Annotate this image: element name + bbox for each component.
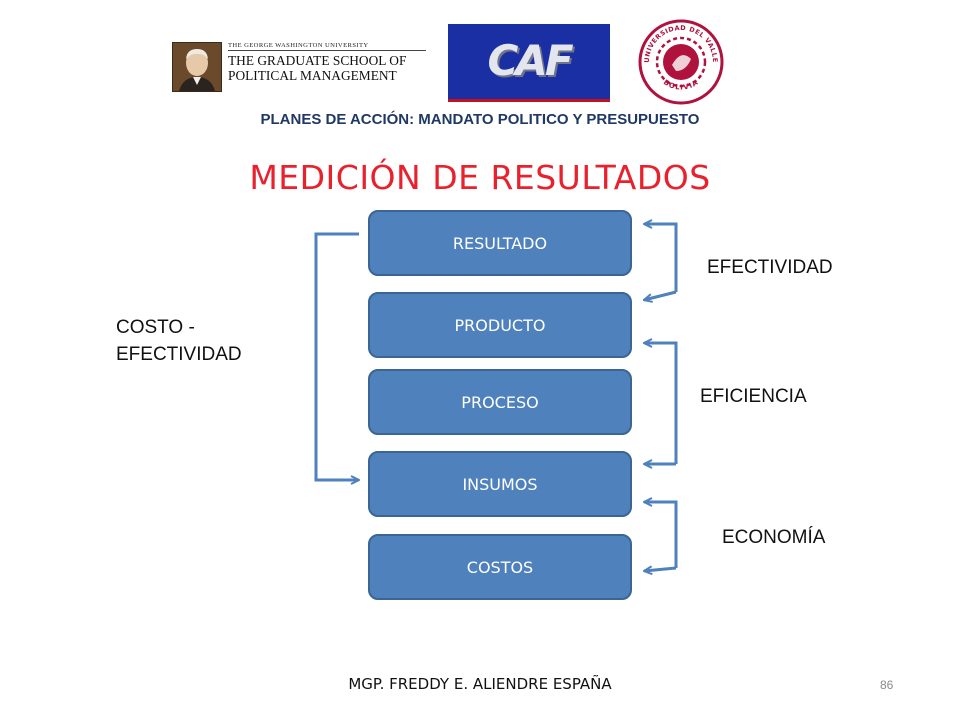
page-title: MEDICIÓN DE RESULTADOS [249,158,711,197]
footer-author: MGP. FREDDY E. ALIENDRE ESPAÑA [348,675,612,693]
gwu-line-3: POLITICAL MANAGEMENT [228,68,397,83]
box-producto: PRODUCTO [368,292,632,358]
bracket-efectividad [644,224,678,292]
label-costo-efectividad-line2: EFECTIVIDAD [116,344,242,365]
univalle-logo: UNIVERSIDAD DEL VALLE BOLIVIA [636,19,726,105]
gwu-logo: THE GEORGE WASHINGTON UNIVERSITY THE GRA… [172,42,426,92]
caf-wordmark: CAF [487,36,573,85]
bracket-economia [644,502,678,568]
bracket-eficiencia [644,343,678,464]
label-economia: ECONOMÍA [722,527,826,548]
label-costo-efectividad-line1: COSTO - [116,317,195,338]
bracket-economia-lower-arrow [644,568,677,571]
page-number: 86 [880,678,894,692]
label-efectividad: EFECTIVIDAD [707,257,833,278]
label-eficiencia: EFICIENCIA [700,386,807,407]
gwu-line-2: THE GRADUATE SCHOOL OF [228,53,407,68]
caf-logo: CAF [448,24,610,102]
bracket-costo-efectividad [314,232,359,480]
gwu-wordmark: THE GEORGE WASHINGTON UNIVERSITY THE GRA… [228,42,426,92]
box-insumos: INSUMOS [368,451,632,517]
bracket-efectividad-lower-arrow [644,290,677,300]
gwu-line-1: THE GEORGE WASHINGTON UNIVERSITY [228,42,426,51]
box-proceso: PROCESO [368,369,632,435]
label-costo-efectividad: COSTO - EFECTIVIDAD [116,314,242,368]
slide-subtitle: PLANES DE ACCIÓN: MANDATO POLITICO Y PRE… [260,111,700,128]
box-costos: COSTOS [368,534,632,600]
washington-portrait-icon [172,42,222,92]
box-resultado: RESULTADO [368,210,632,276]
